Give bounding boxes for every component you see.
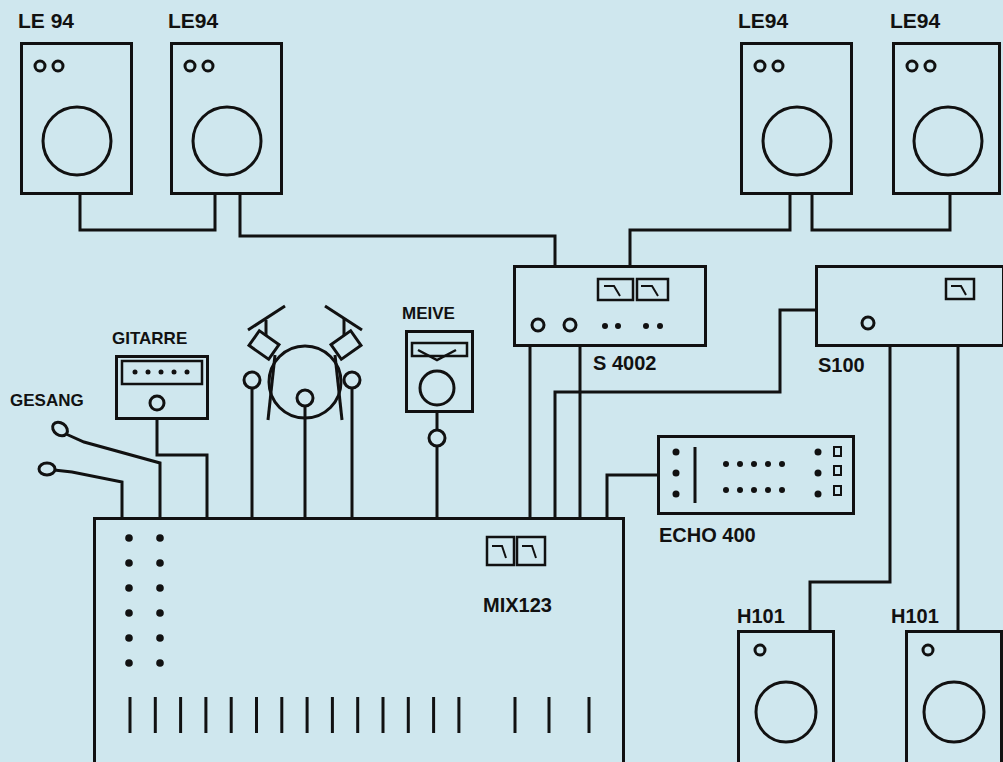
cable-line xyxy=(529,346,532,519)
device-label: LE94 xyxy=(168,10,218,31)
equipment-box: H101 xyxy=(905,630,1003,762)
cable xyxy=(240,194,555,267)
cable xyxy=(555,310,817,519)
device-label: LE 94 xyxy=(18,10,74,31)
cable xyxy=(630,194,790,267)
equipment-box: LE94 xyxy=(740,42,853,195)
equipment-box: LE94 xyxy=(892,42,1001,195)
cable xyxy=(530,346,531,519)
device-label: S 4002 xyxy=(593,353,656,373)
cable xyxy=(810,346,890,632)
cable-line xyxy=(240,194,555,267)
amplifier-detail xyxy=(862,279,974,329)
equipment-box: LE94 xyxy=(170,42,283,195)
speaker-detail xyxy=(755,645,984,742)
cable-line xyxy=(957,346,960,632)
cable xyxy=(80,194,215,231)
device-label: ECHO 400 xyxy=(659,525,756,545)
vocal-microphone xyxy=(39,419,160,517)
device-label: MIX123 xyxy=(483,595,552,615)
echo-unit-detail xyxy=(673,447,842,503)
device-label: LE94 xyxy=(738,10,788,31)
speaker-detail xyxy=(35,61,982,175)
equipment-box: LE 94 xyxy=(20,42,133,195)
cable xyxy=(812,194,950,231)
cable-line xyxy=(812,194,950,231)
cable xyxy=(580,346,581,519)
cable-line xyxy=(810,346,890,632)
input-label: GESANG xyxy=(10,392,84,409)
cable-line xyxy=(436,412,439,519)
equipment-box: MEIVE xyxy=(405,330,474,413)
amplifier-detail xyxy=(532,279,668,331)
device-label: H101 xyxy=(737,606,785,626)
cable-line xyxy=(607,475,659,519)
guitar-amp-detail xyxy=(122,361,202,410)
cable-line xyxy=(630,194,790,267)
device-label: H101 xyxy=(891,606,939,626)
meiv-unit-detail xyxy=(412,343,467,446)
cable-line xyxy=(555,310,817,519)
drum-kit xyxy=(244,306,362,517)
cable-line xyxy=(579,346,582,519)
mixer-detail xyxy=(125,534,589,733)
cable xyxy=(437,412,438,519)
equipment-box: ECHO 400 xyxy=(657,435,855,515)
equipment-box: GITARRE xyxy=(115,355,209,420)
equipment-box: H101 xyxy=(737,630,835,762)
device-label: MEIVE xyxy=(402,305,455,322)
equipment-box: MIX123 xyxy=(93,517,625,762)
cable xyxy=(607,475,659,519)
device-label: LE94 xyxy=(890,10,940,31)
equipment-box: S 4002 xyxy=(513,265,707,347)
cable xyxy=(958,346,959,632)
device-label: GITARRE xyxy=(112,330,187,347)
equipment-box: S100 xyxy=(815,265,1003,347)
cable-line xyxy=(80,194,215,231)
cable-line xyxy=(157,419,207,519)
device-label: S100 xyxy=(818,355,865,375)
cable xyxy=(157,419,207,519)
